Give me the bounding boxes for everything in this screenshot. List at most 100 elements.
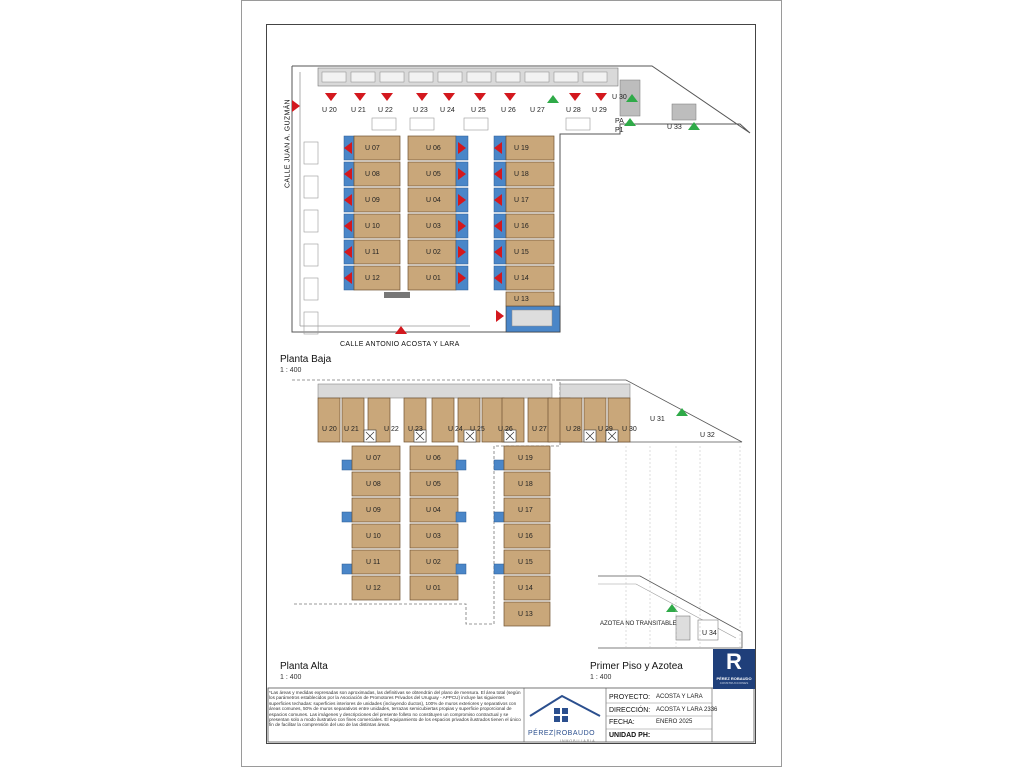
upper-top-strip [317, 383, 553, 399]
upper-patio [493, 563, 505, 575]
upper-unit-block [431, 397, 455, 443]
ground-access-arrow [443, 93, 455, 101]
ground-label-p1: P1 [615, 127, 624, 134]
upper-unit-label-top: U 24 [448, 426, 463, 433]
ground-unit-arrow [344, 142, 352, 154]
ground-unit-block [353, 187, 401, 213]
ground-unit-arrow [344, 168, 352, 180]
upper-unit-block [409, 575, 459, 601]
ground-unit-label-mid: U 01 [426, 275, 441, 282]
ground-access-arrow [474, 93, 486, 101]
drawing-frame [266, 24, 756, 744]
upper-elevator-cross [465, 431, 475, 441]
ground-unit-arrow [494, 246, 502, 258]
ground-top-garage [379, 71, 405, 83]
street-label-bottom: CALLE ANTONIO ACOSTA Y LARA [340, 341, 460, 348]
ground-access-arrow-green [688, 122, 700, 130]
upper-unit-label-top: U 22 [384, 426, 399, 433]
ground-unit-block [353, 135, 401, 161]
project-label: PROYECTO: [609, 694, 651, 701]
ground-top-garage [321, 71, 347, 83]
upper-unit-block [503, 471, 551, 497]
ground-access-arrow [595, 93, 607, 101]
upper-unit-label-top: U 31 [650, 416, 665, 423]
ground-unit-arrow [494, 272, 502, 284]
date-label: FECHA: [609, 719, 635, 726]
upper-elevator-cross [607, 431, 617, 441]
upper-unit-block [409, 471, 459, 497]
plan-units [267, 93, 755, 743]
ground-unit-block [353, 213, 401, 239]
ground-access-arrow [325, 93, 337, 101]
upper-unit-label-top: U 25 [470, 426, 485, 433]
upper-unit-label-right: U 18 [518, 481, 533, 488]
logo-sub: CONSTRUCCIONES [719, 681, 749, 685]
upper-elevator-cross [415, 431, 425, 441]
ground-unit-label-right: U 18 [514, 171, 529, 178]
ground-unit-block [407, 161, 457, 187]
ground-top-garage [553, 71, 579, 83]
upper-unit-block [409, 549, 459, 575]
upper-unit-label-right: U 19 [518, 455, 533, 462]
ground-unit-label-top: U 25 [471, 107, 486, 114]
upper-unit-label-top: U 27 [532, 426, 547, 433]
ground-unit-block [505, 187, 555, 213]
ground-unit-arrow [344, 272, 352, 284]
upper-unit-label-mid: U 02 [426, 559, 441, 566]
upper-patio [341, 511, 353, 523]
ground-unit-label-right: U 19 [514, 145, 529, 152]
ground-parking-bay [303, 243, 319, 267]
company-logo: R PÉREZ ROBAUDO CONSTRUCCIONES [713, 649, 755, 689]
upper-unit-label-top: U 32 [700, 432, 715, 439]
upper-unit-label-left: U 07 [366, 455, 381, 462]
upper-unit-label-mid: U 01 [426, 585, 441, 592]
upper-unit-block [351, 497, 401, 523]
logo-name: PÉREZ ROBAUDO [716, 676, 752, 681]
ground-access-arrow-green [626, 94, 638, 102]
street-label-left: CALLE JUAN A. GUZMÁN [284, 99, 292, 188]
ground-parking-bay [463, 117, 489, 131]
ground-unit-label-u33: U 33 [667, 124, 682, 131]
upper-unit-label-mid: U 06 [426, 455, 441, 462]
ground-unit-label-top: U 23 [413, 107, 428, 114]
ground-unit-block [505, 265, 555, 291]
upper-unit-label-left: U 10 [366, 533, 381, 540]
ground-unit-label-top: U 22 [378, 107, 393, 114]
ground-unit-label-right: U 15 [514, 249, 529, 256]
brand-sub: INMOBILIARIA [560, 739, 596, 743]
ground-top-garage [408, 71, 434, 83]
address-label: DIRECCIÓN: [609, 707, 651, 714]
ground-unit-block [407, 239, 457, 265]
roof-unit-u34: U 34 [702, 630, 717, 637]
ground-unit-label-left: U 11 [365, 249, 380, 256]
ground-unit-label-top: U 27 [530, 107, 545, 114]
upper-unit-label-mid: U 05 [426, 481, 441, 488]
unit-ph-label: UNIDAD PH: [609, 732, 651, 739]
ground-unit-block [505, 161, 555, 187]
ground-unit-label-left: U 09 [365, 197, 380, 204]
ground-unit-arrow [344, 246, 352, 258]
upper-unit-block [341, 397, 365, 443]
title-block-frame [267, 687, 755, 743]
upper-unit-block [317, 397, 341, 443]
ground-top-garage [524, 71, 550, 83]
ground-unit-block [407, 213, 457, 239]
upper-unit-label-right: U 16 [518, 533, 533, 540]
ground-parking-bay [303, 277, 319, 301]
ground-unit-arrow [458, 194, 466, 206]
ground-unit-label-u30: U 30 [612, 94, 627, 101]
ground-unit-block [353, 161, 401, 187]
ground-street-arrow [395, 326, 407, 334]
ground-unit-label-mid: U 03 [426, 223, 441, 230]
upper-unit-block [351, 575, 401, 601]
upper-unit-label-mid: U 04 [426, 507, 441, 514]
ground-access-arrow [416, 93, 428, 101]
ground-access-arrow-green [624, 118, 636, 126]
ground-label-pa: PA [615, 118, 624, 125]
ground-unit-arrow [344, 194, 352, 206]
upper-unit-label-right: U 15 [518, 559, 533, 566]
upper-unit-block [351, 445, 401, 471]
upper-unit-label-top: U 30 [622, 426, 637, 433]
ground-unit-label-mid: U 04 [426, 197, 441, 204]
